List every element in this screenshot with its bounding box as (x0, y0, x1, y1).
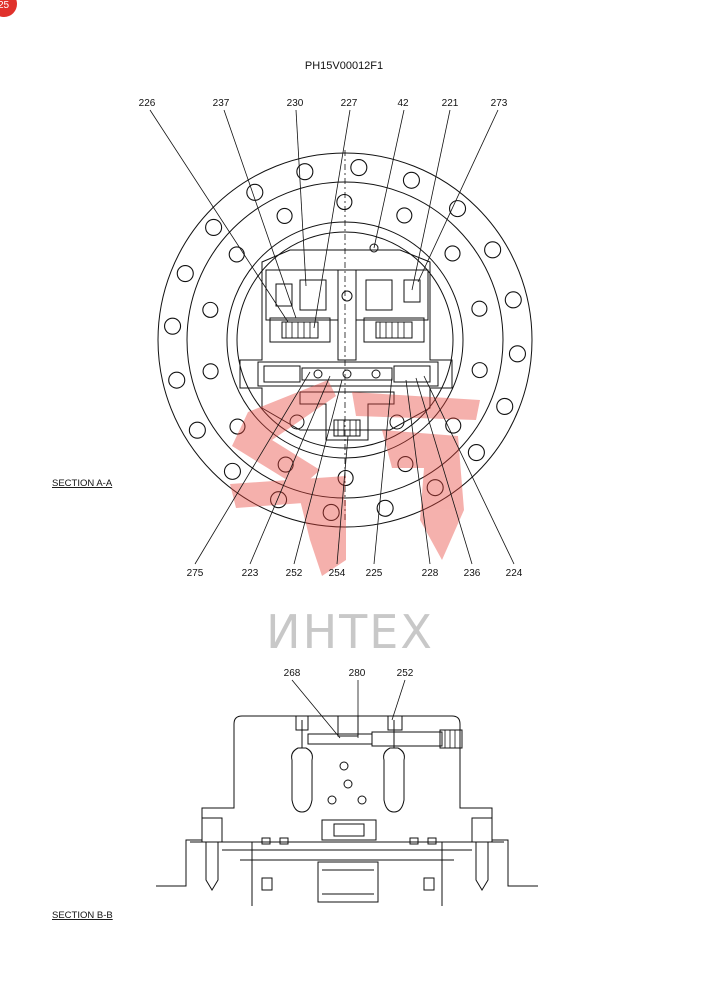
outer-bolt-hole (496, 397, 514, 415)
inner-bolt-hole (396, 207, 413, 224)
callout-228: 228 (422, 568, 439, 579)
outer-bolt-hole (270, 491, 288, 509)
outer-bolt-hole (467, 443, 485, 462)
outer-bolt-hole (376, 499, 394, 517)
outer-bolt-hole (322, 503, 340, 521)
callout-223: 223 (242, 568, 259, 579)
outer-bolt-hole (164, 317, 182, 335)
outer-bolt-hole (188, 421, 206, 439)
callout-273: 273 (491, 98, 508, 109)
callout-268: 268 (284, 668, 301, 679)
outer-bolt-hole (168, 371, 186, 389)
callout-225: 225 (366, 568, 383, 579)
callout-236: 236 (464, 568, 481, 579)
callout-237: 237 (213, 98, 230, 109)
inner-bolt-hole (202, 363, 219, 380)
callout-252-b: 252 (397, 668, 414, 679)
watermark-text: ИНТЕХ (266, 605, 434, 659)
outer-bolt-holes (164, 159, 526, 521)
page-badge-text: 25 (0, 0, 10, 11)
inner-bolt-hole (397, 456, 414, 473)
outer-bolt-hole (504, 291, 522, 309)
callout-252: 252 (286, 568, 303, 579)
outer-bolt-hole (426, 479, 444, 497)
drawing-number: PH15V00012F1 (305, 60, 383, 72)
callout-221: 221 (442, 98, 459, 109)
inner-bolt-hole (277, 456, 294, 473)
inner-bolt-hole (202, 301, 219, 318)
outer-bolt-hole (223, 462, 242, 480)
section-b-leaders (291, 679, 406, 739)
outer-bolt-hole (296, 163, 314, 181)
inner-bolt-hole (276, 207, 293, 224)
section-b-drawing (156, 715, 538, 906)
section-b-label: SECTION B-B (52, 910, 113, 921)
inner-bolt-hole (471, 300, 488, 317)
section-a-drawing (157, 150, 533, 528)
outer-bolt-hole (508, 345, 526, 363)
callout-226: 226 (139, 98, 156, 109)
page-badge: 25 (0, 0, 17, 17)
outer-bolt-hole (484, 241, 502, 259)
callout-280: 280 (349, 668, 366, 679)
watermark-logo (230, 380, 480, 576)
callout-254: 254 (329, 568, 346, 579)
outer-bolt-hole (350, 159, 368, 177)
inner-bolt-hole (228, 246, 245, 263)
inner-bolt-hole (336, 193, 353, 211)
callout-227: 227 (341, 98, 358, 109)
callout-42: 42 (397, 98, 409, 109)
section-a-leaders (149, 109, 515, 565)
section-a-label: SECTION A-A (52, 478, 113, 489)
inner-bolt-hole (229, 418, 246, 435)
callout-275: 275 (187, 568, 204, 579)
inner-bolt-hole (444, 245, 461, 262)
outer-bolt-hole (176, 265, 194, 283)
inner-bolt-hole (337, 469, 354, 487)
outer-bolt-hole (402, 171, 420, 189)
callout-230: 230 (287, 98, 304, 109)
inner-bolt-holes (202, 193, 488, 487)
outer-bolt-hole (205, 218, 223, 237)
outer-bolt-hole (448, 200, 467, 218)
inner-bolt-hole (471, 362, 488, 379)
callout-224: 224 (506, 568, 523, 579)
